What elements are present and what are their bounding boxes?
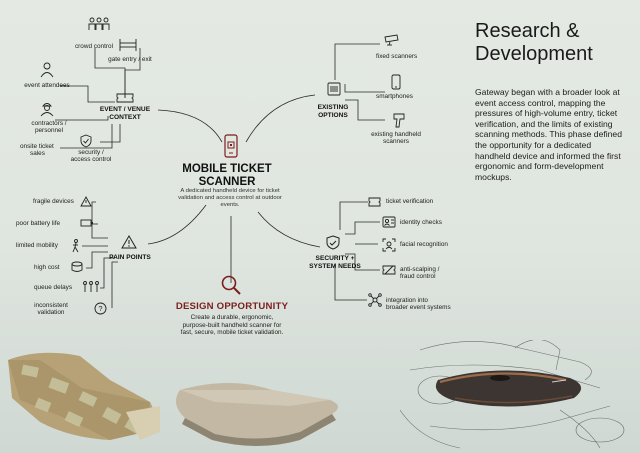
design-opportunity-description: Create a durable, ergonomic, purpose-bui… xyxy=(160,314,304,337)
research-development-body: Gateway began with a broader look at eve… xyxy=(475,87,622,182)
face-scan-icon xyxy=(382,238,396,252)
existing-handheld-line1: existing handheld xyxy=(371,131,421,138)
fragile-warning-icon xyxy=(80,196,92,207)
integration-line1: integration into xyxy=(386,297,428,304)
mockup-photos xyxy=(8,340,625,449)
magnifier-icon xyxy=(221,275,241,295)
existing-options-title-line1: EXISTING xyxy=(317,104,349,111)
opportunity-line3: fast, secure, mobile ticket validation. xyxy=(180,329,284,337)
battery-life-label: poor battery life xyxy=(16,220,61,227)
attendee-icon xyxy=(40,62,54,78)
queue-delays-label: queue delays xyxy=(34,284,73,291)
existing-options-node: EXISTING OPTIONS xyxy=(305,104,361,119)
battery-icon xyxy=(80,219,93,227)
security-line2: access control xyxy=(70,156,112,164)
network-icon xyxy=(368,293,382,307)
anti-scalping-line2: fraud control xyxy=(400,273,436,281)
rd-title-line2: Development xyxy=(475,43,593,65)
sketch-render-mockup xyxy=(399,340,625,449)
existing-handheld-label: existing handheld scanners xyxy=(366,131,426,146)
research-development-title: Research & Development xyxy=(475,20,593,66)
ticket-verify-icon xyxy=(368,197,381,207)
integration-label: integration into broader event systems xyxy=(386,297,476,312)
opportunity-line1: Create a durable, ergonomic, xyxy=(190,314,274,321)
fixed-scanner-icon xyxy=(384,34,399,46)
existing-options-title-line2: OPTIONS xyxy=(318,111,348,119)
crowd-icon xyxy=(88,17,110,30)
device-render xyxy=(435,370,582,407)
contractors-line1: contractors / xyxy=(31,120,67,127)
event-context-node: EVENT / VENUE CONTEXT xyxy=(88,106,162,121)
security-access-label: security / access control xyxy=(62,149,120,164)
barcode-scan-icon xyxy=(327,82,341,96)
taped-cardboard-mockup xyxy=(8,352,160,440)
contractors-label: contractors / personnel xyxy=(24,120,74,135)
contractors-line2: personnel xyxy=(34,127,64,135)
existing-handheld-line2: scanners xyxy=(383,138,409,146)
queue-icon xyxy=(83,281,99,292)
fixed-scanners-label: fixed scanners xyxy=(376,53,418,60)
security-needs-title-line1: SECURITY + xyxy=(315,255,355,262)
center-title-line1: MOBILE TICKET xyxy=(182,163,272,175)
event-context-title-line2: CONTEXT xyxy=(109,113,141,121)
event-attendees-label: event attendees xyxy=(24,82,70,89)
board-mockup xyxy=(176,383,339,446)
handheld-scanner-icon xyxy=(393,113,405,128)
integration-line2: broader event systems xyxy=(386,304,451,312)
limited-mobility-label: limited mobility xyxy=(16,242,58,249)
onsite-line2: sales xyxy=(30,150,45,158)
security-line1: security / xyxy=(78,149,104,156)
center-title-line2: SCANNER xyxy=(198,176,256,188)
security-shield-icon xyxy=(326,235,340,250)
cost-icon xyxy=(71,261,83,272)
rd-title-line1: Research & xyxy=(475,20,580,42)
id-card-icon xyxy=(382,216,396,228)
smartphones-label: smartphones xyxy=(376,93,413,100)
anti-scalping-label: anti-scalping / fraud control xyxy=(400,266,466,281)
shield-icon xyxy=(80,134,92,148)
inconsistent-line1: inconsistent xyxy=(34,302,68,309)
gate-entry-label: gate entry / exit xyxy=(108,56,152,63)
onsite-ticket-label: onsite ticket sales xyxy=(20,143,70,158)
smartphone-icon xyxy=(391,74,401,90)
security-needs-title-line2: SYSTEM NEEDS xyxy=(309,262,361,270)
anti-scalping-line1: anti-scalping / xyxy=(400,266,440,273)
warning-icon xyxy=(121,235,137,249)
scanner-phone-icon xyxy=(224,134,238,158)
crowd-control-label: crowd control xyxy=(74,43,113,50)
high-cost-label: high cost xyxy=(34,264,60,271)
worker-icon xyxy=(40,103,54,117)
gate-icon xyxy=(119,39,137,51)
center-title: MOBILE TICKET SCANNER xyxy=(172,163,282,189)
event-context-title-line1: EVENT / VENUE xyxy=(99,106,151,113)
design-opportunity-title: DESIGN OPPORTUNITY xyxy=(175,301,289,312)
inconsistent-line2: validation xyxy=(37,309,65,317)
onsite-line1: onsite ticket xyxy=(20,143,54,150)
walking-icon xyxy=(72,239,79,253)
security-needs-node: SECURITY + SYSTEM NEEDS xyxy=(300,255,370,270)
identity-checks-label: identity checks xyxy=(400,219,442,226)
facial-recognition-label: facial recognition xyxy=(400,241,448,248)
question-icon: ? xyxy=(94,302,107,315)
fragile-devices-label: fragile devices xyxy=(33,198,74,205)
ticket-icon xyxy=(116,93,134,103)
pain-points-node: PAIN POINTS xyxy=(109,254,151,261)
ticket-verification-label: ticket verification xyxy=(386,198,434,205)
opportunity-line2: purpose-built handheld scanner for xyxy=(182,321,282,329)
inconsistent-validation-label: inconsistent validation xyxy=(22,302,80,317)
anti-fraud-ticket-icon xyxy=(382,265,396,275)
center-description: A dedicated handheld device for ticket v… xyxy=(178,188,282,208)
svg-text:?: ? xyxy=(98,304,102,313)
